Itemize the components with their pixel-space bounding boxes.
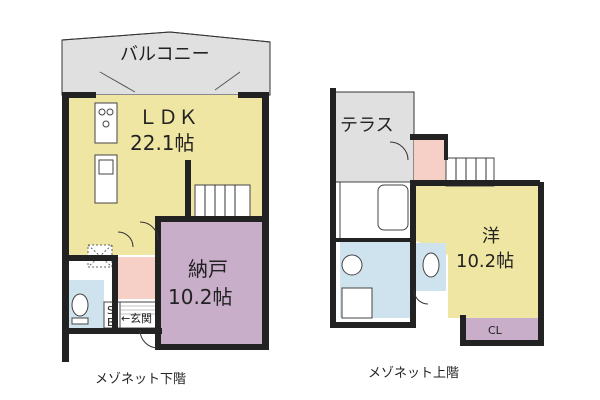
- closet-label: CL: [488, 324, 503, 337]
- upper-floor-caption: メゾネット上階: [368, 366, 459, 381]
- storage-size-label: 10.2帖: [168, 285, 233, 309]
- closet: [464, 318, 540, 342]
- ldk-name-label: ＬＤＫ: [138, 105, 198, 129]
- terrace-area: [333, 91, 415, 183]
- lower-stair: [194, 184, 251, 220]
- bathtub: [377, 184, 409, 231]
- storage-room: [160, 222, 262, 348]
- western-room-name-label: 洋: [482, 226, 500, 247]
- sb-label-b: B: [107, 316, 115, 329]
- entrance-arrow: ←: [121, 312, 130, 325]
- western-room: [414, 185, 540, 318]
- upper-floor: [330, 88, 544, 346]
- kitchen-counter: [94, 154, 118, 204]
- entrance-label: 玄関: [130, 311, 152, 325]
- lower-toilet: [71, 293, 89, 317]
- lower-floor-caption: メゾネット下階: [95, 372, 186, 387]
- lower-floor: [61, 31, 271, 362]
- western-room-size-label: 10.2帖: [456, 251, 514, 272]
- ldk-size-label: 22.1帖: [130, 131, 195, 155]
- storage-name-label: 納戸: [188, 257, 228, 281]
- entry-hall: [118, 257, 158, 299]
- sb-label-s: S: [107, 304, 114, 317]
- terrace-label: テラス: [340, 115, 394, 136]
- upper-toilet: [422, 252, 440, 278]
- balcony-label: バルコニー: [120, 44, 210, 65]
- stove: [94, 102, 118, 144]
- shower-unit: [341, 287, 373, 319]
- upper-landing: [414, 138, 446, 186]
